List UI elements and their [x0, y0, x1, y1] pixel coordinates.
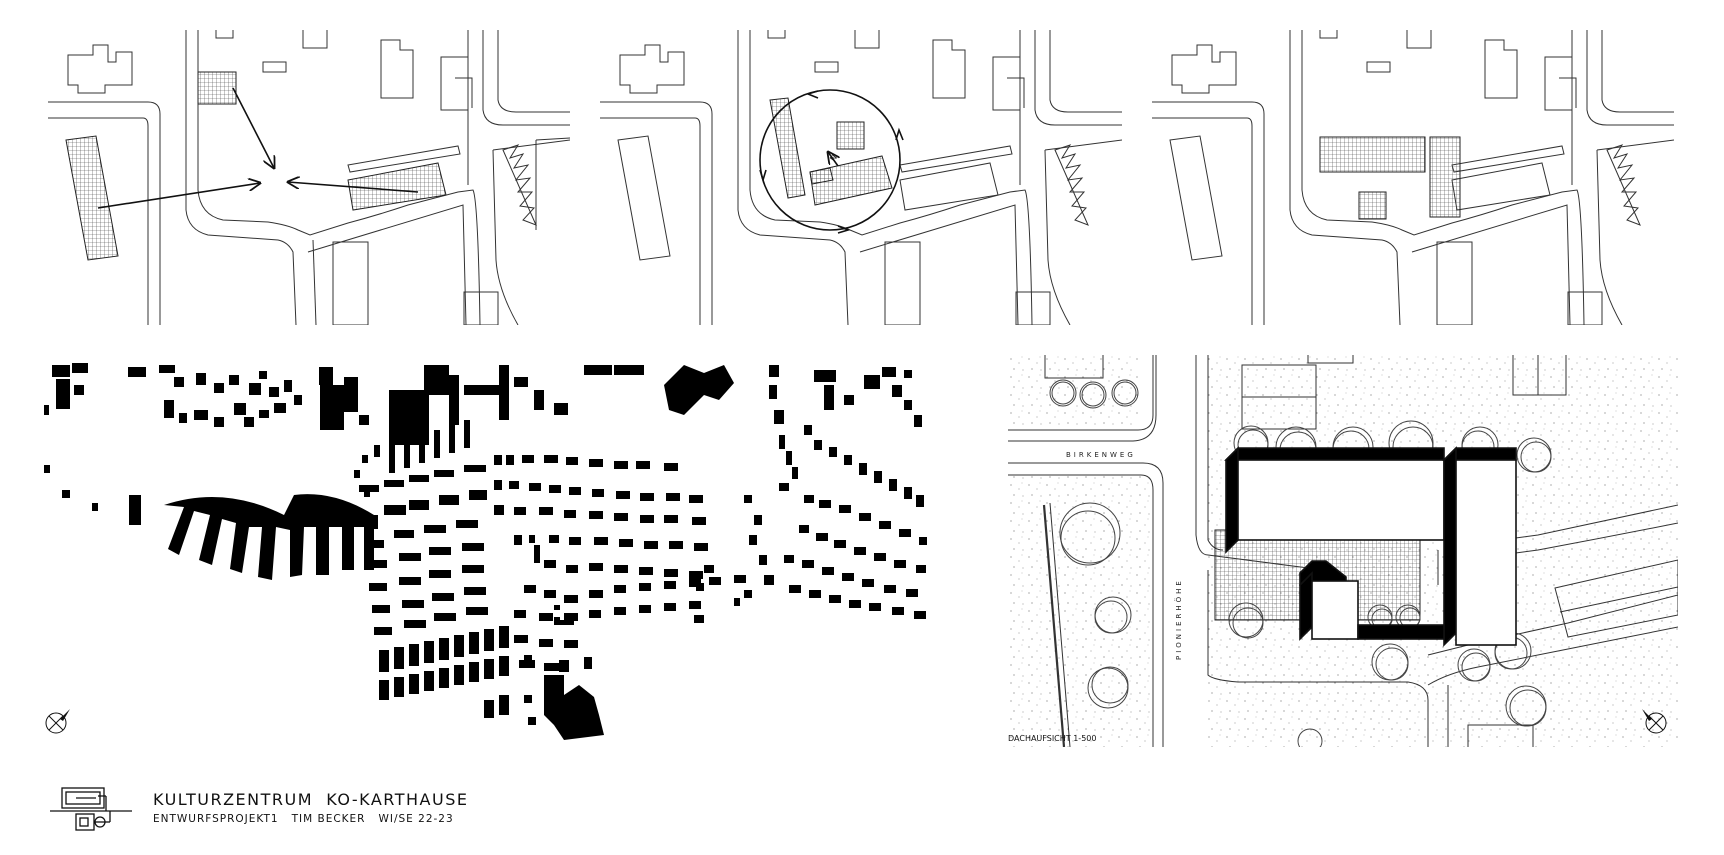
svg-text:N: N: [828, 153, 839, 163]
figure-ground-plan: [44, 363, 927, 740]
north-arrow-icon: [45, 709, 70, 734]
project-subtitle: ENTWURFSPROJEKT1 TIM BECKER WI/SE 22-23: [153, 813, 454, 825]
north-arrow-icon: [1642, 709, 1667, 734]
street-label-pionierhoehe: PIONIERHÖHE: [1174, 578, 1183, 660]
concept-diagram-3: [1152, 30, 1674, 325]
project-title: KULTURZENTRUM KO-KARTHAUSE: [153, 790, 469, 809]
project-logo-icon: [50, 787, 132, 831]
roof-plan: BIRKENWEG PIONIERHÖHE DACHAUFSICHT 1-500: [1008, 355, 1678, 747]
concept-diagram-2: N: [600, 30, 1122, 325]
scale-label: DACHAUFSICHT 1-500: [1008, 734, 1096, 743]
street-label-birkenweg: BIRKENWEG: [1066, 451, 1136, 459]
concept-diagram-1: [48, 30, 570, 325]
title-block: KULTURZENTRUM KO-KARTHAUSE ENTWURFSPROJE…: [50, 782, 650, 842]
